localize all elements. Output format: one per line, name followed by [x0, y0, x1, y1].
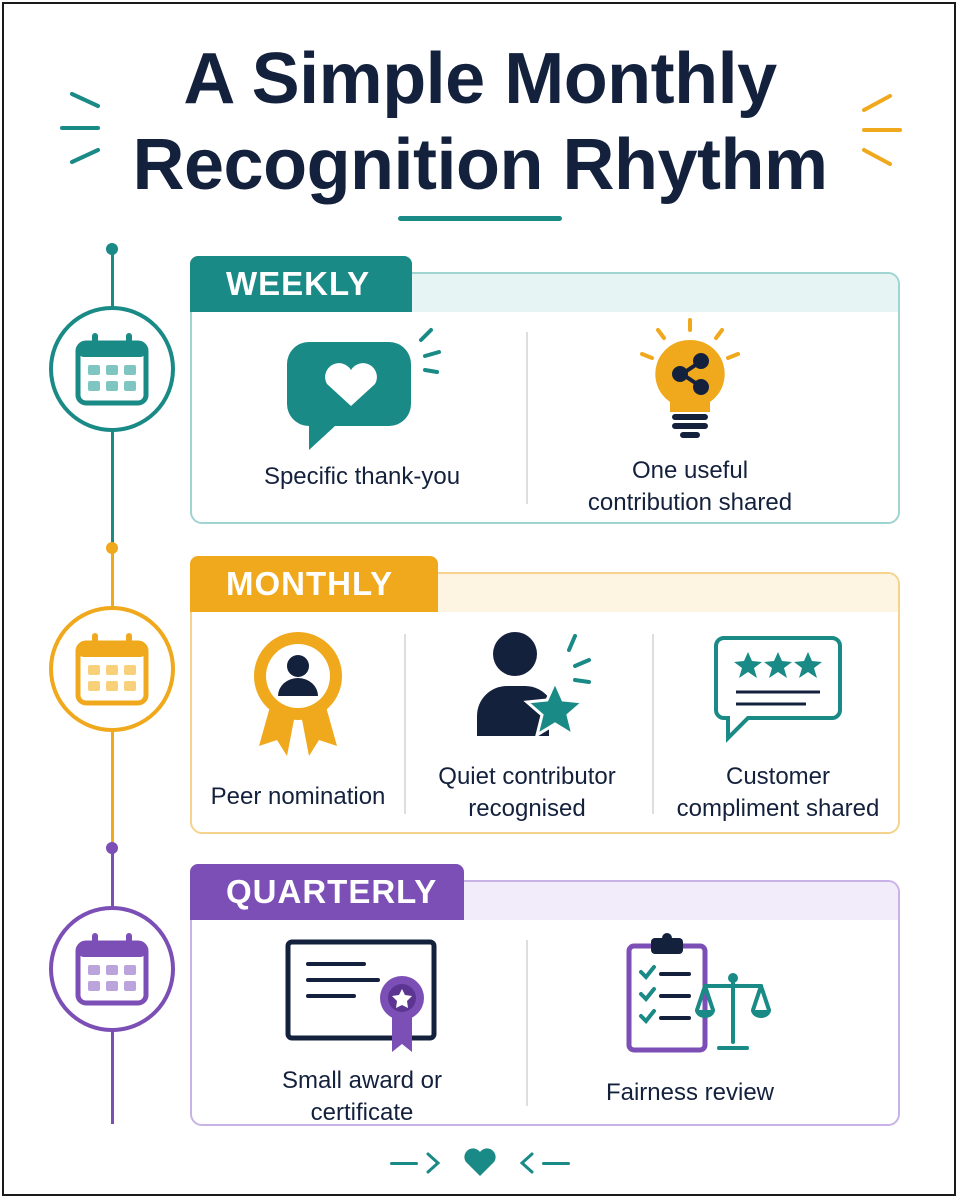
monthly-item-quiet-contributor: Quiet contributor recognised [412, 624, 642, 825]
monthly-item-customer-compliment: Customer compliment shared [658, 630, 898, 825]
checklist-scales-icon [626, 933, 771, 1053]
item-label: Fairness review [605, 1079, 775, 1106]
item-label: Peer nomination [210, 783, 386, 810]
timeline-start-dot [106, 243, 118, 255]
timeline-dot-quarterly [106, 842, 118, 854]
monthly-panel: MONTHLY Peer nomination Quiet contributo… [190, 556, 900, 834]
item-label: Customer compliment shared [676, 763, 880, 822]
title-underline [398, 216, 562, 221]
monthly-calendar-circle [49, 606, 175, 732]
footer-line-right [542, 1162, 570, 1165]
monthly-divider-2 [652, 634, 654, 814]
item-label: Specific thank-you [263, 463, 461, 490]
item-label: One useful contribution shared [587, 457, 793, 516]
title-line-2: Recognition Rhythm [132, 125, 828, 205]
star-review-bubble-icon [714, 636, 842, 743]
lightbulb-share-icon [640, 318, 740, 438]
weekly-item-contribution: One useful contribution shared [540, 314, 840, 519]
timeline-dot-monthly [106, 542, 118, 554]
footer-heart-icon [464, 1148, 496, 1176]
calendar-icon [75, 333, 149, 406]
quarterly-divider [526, 940, 528, 1106]
person-star-icon [477, 632, 591, 739]
calendar-icon [75, 633, 149, 706]
footer-left-chevron-icon [426, 1152, 441, 1174]
certificate-icon [285, 939, 437, 1052]
item-label: Quiet contributor recognised [438, 763, 616, 822]
quarterly-tab: QUARTERLY [190, 864, 464, 920]
weekly-divider [526, 332, 528, 504]
monthly-item-peer-nomination: Peer nomination [198, 624, 398, 813]
right-sparkle-icon [862, 94, 902, 166]
weekly-calendar-circle [49, 306, 175, 432]
footer-line-left [390, 1162, 418, 1165]
weekly-item-thank-you: Specific thank-you [212, 320, 512, 493]
footer-right-chevron-icon [519, 1152, 534, 1174]
quarterly-item-fairness-review: Fairness review [540, 932, 840, 1109]
heart-speech-bubble-icon [287, 328, 441, 450]
quarterly-item-certificate: Small award or certificate [212, 936, 512, 1129]
weekly-tab: WEEKLY [190, 256, 412, 312]
quarterly-calendar-circle [49, 906, 175, 1032]
title-line-1: A Simple Monthly [183, 39, 777, 119]
calendar-icon [75, 933, 149, 1006]
monthly-divider-1 [404, 634, 406, 814]
weekly-panel: WEEKLY Specific thank-you [190, 256, 900, 524]
quarterly-panel: QUARTERLY Small award or certificate [190, 864, 900, 1129]
left-sparkle-icon [60, 92, 100, 164]
page-title: A Simple Monthly Recognition Rhythm [0, 36, 960, 208]
item-label: Small award or certificate [281, 1067, 443, 1126]
award-rosette-icon [254, 632, 342, 756]
monthly-tab: MONTHLY [190, 556, 438, 612]
